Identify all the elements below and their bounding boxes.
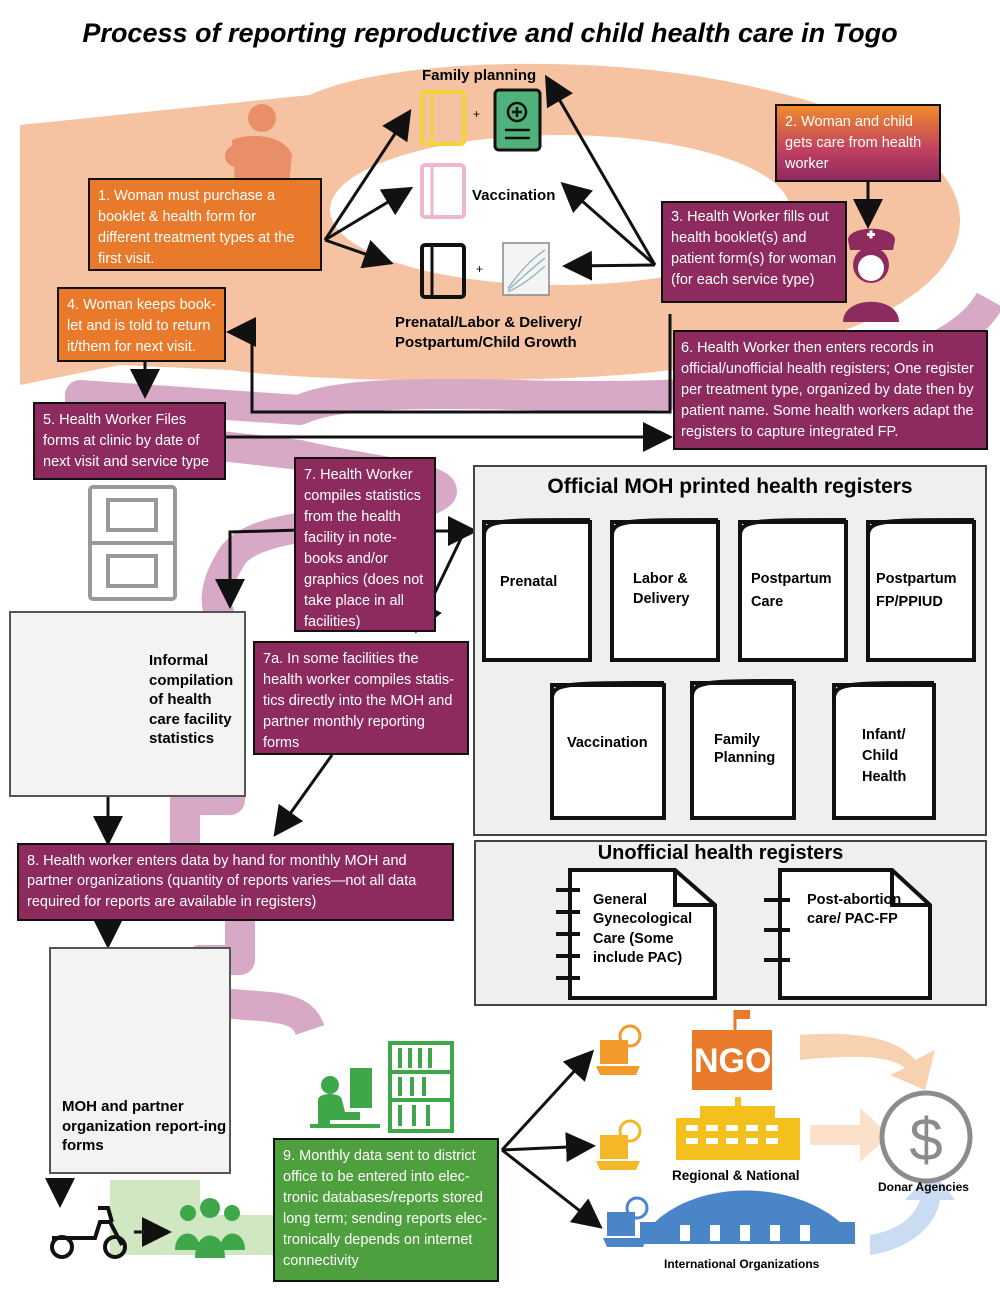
register-label-postpartum: Postpartum Care [751,571,832,611]
plus-sign-2: + [476,262,484,276]
mauve-flow-band [65,291,1000,1037]
donor-peach-arrow [800,1033,935,1090]
step-6-box: 6. Health Worker then enters records in … [673,330,988,450]
flow-arrows [45,74,883,1247]
prenatal-label: Prenatal/Labor & Delivery/ Postpartum/Ch… [395,314,582,351]
register-label-vaccination: Vaccination [567,735,648,751]
ngo-building-icon [692,1010,772,1090]
nurse-icon [843,228,899,322]
unofficial-doc-pac [778,868,932,1000]
register-label-prenatal: Prenatal [500,574,558,590]
people-group-icon [175,1198,245,1258]
reporting-forms-label: MOH and partner organization report-ing … [62,1098,227,1154]
vaccination-label: Vaccination [472,187,556,204]
step-3-box: 3. Health Worker fills out health bookle… [661,201,847,303]
step-5-box: 5. Health Worker Files forms at clinic b… [33,402,226,480]
register-label-postpartum-fp: Postpartum FP/PPIUD [876,571,957,611]
step-9-box: 9. Monthly data sent to district office … [273,1138,499,1282]
international-orgs-label: International Organizations [664,1257,820,1271]
step-4-box: 4. Woman keeps book-let and is told to r… [57,287,226,362]
svg-text:$: $ [909,1106,942,1173]
laptop-globe-icon-2 [596,1119,642,1170]
step-1-box: 1. Woman must purchase a booklet & healt… [88,178,322,271]
booklet-black-icon [420,243,466,299]
informal-compilation-label: Informal compilation of health care faci… [149,652,234,747]
filing-cabinet-icon [88,485,177,601]
donor-agencies-label: Donar Agencies [878,1180,969,1194]
regional-national-label: Regional & National [672,1168,800,1183]
scooter-icon [50,1206,127,1259]
step-7a-box: 7a. In some facilities the health worker… [253,641,469,755]
plus-sign-1: + [473,107,481,121]
unofficial-label-gynecological: General Gynecological Care (Some include… [593,892,693,966]
booklet-yellow-icon [420,90,466,146]
step-2-box: 2. Woman and child gets care from health… [775,104,941,182]
laptop-globe-icon-3 [603,1196,649,1247]
family-planning-label: Family planning [422,67,537,84]
booklet-pink-icon [420,163,466,219]
donor-orange-arrow [810,1108,890,1162]
dollar-icon: $ [879,1090,973,1184]
register-label-family-planning: Family Planning [714,732,776,767]
page-title: Process of reporting reproductive and ch… [82,18,898,48]
step-8-box: 8. Health worker enters data by hand for… [17,843,454,921]
unofficial-label-pac: Post-abortion care/ PAC-FP [807,892,902,928]
reporting-forms-panel [49,947,231,1174]
computer-user-icon [310,1068,380,1128]
laptop-globe-icon-1 [596,1024,642,1075]
bookshelf-icon [388,1041,454,1133]
health-form-green-icon [493,88,542,152]
regional-building-icon [676,1097,800,1160]
growth-chart-icon [502,242,550,296]
official-registers-title: Official MOH printed health registers [547,475,913,498]
step-7-box: 7. Health Worker compiles statistics fro… [294,457,436,632]
unofficial-registers-title: Unofficial health registers [597,842,844,864]
ngo-label: NGO [694,1042,772,1080]
international-building-icon [640,1190,855,1244]
donor-blue-arrow [870,1170,955,1255]
register-label-infant: Infant/ Child Health [862,727,907,786]
register-label-labor: Labor & Delivery [633,571,690,607]
informal-compilation-panel [9,611,246,797]
